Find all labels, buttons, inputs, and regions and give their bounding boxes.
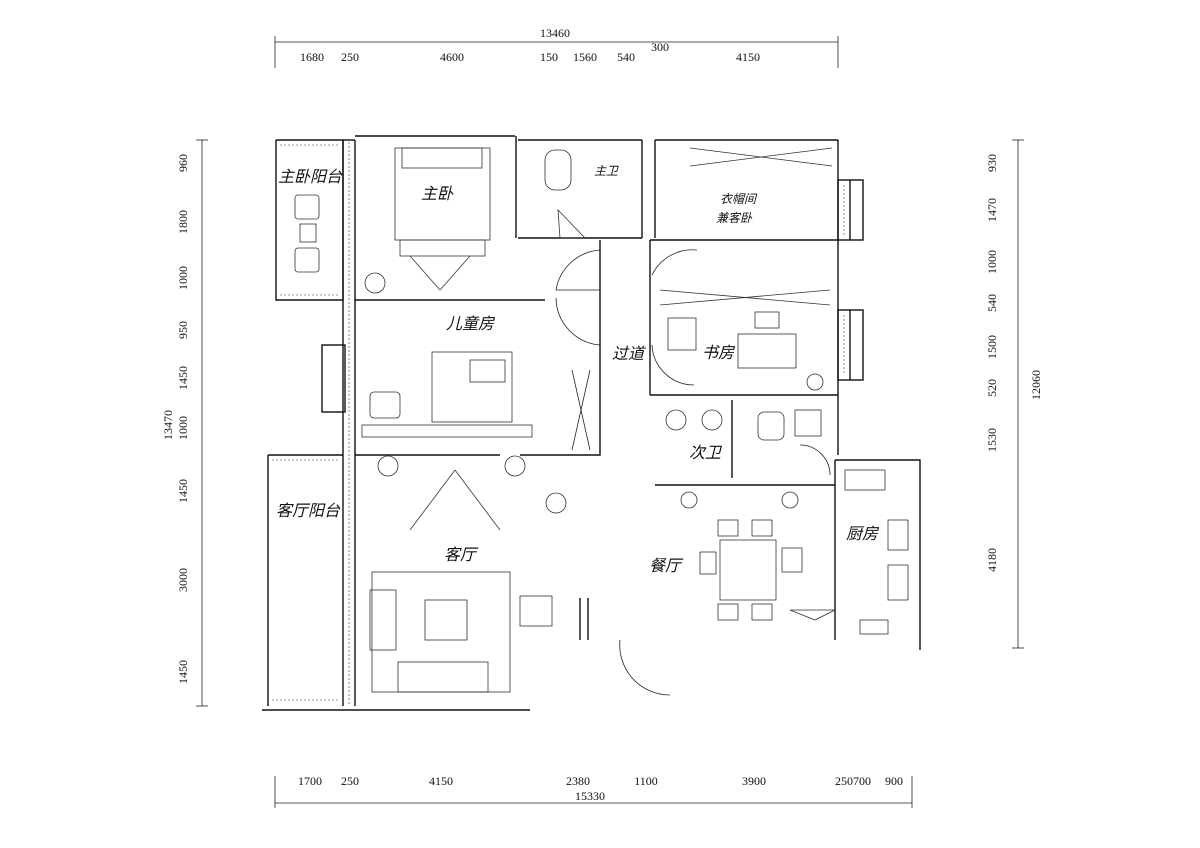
bottom-total-dim: 15330 — [575, 789, 605, 803]
furniture — [294, 147, 909, 693]
bottom-dim-8: 900 — [885, 774, 903, 788]
right-dim-3: 1000 — [985, 250, 999, 274]
bottom-dim-5: 1100 — [634, 774, 658, 788]
bottom-dim-3: 4150 — [429, 774, 453, 788]
room-labels: 主卧阳台 主卧 主卫 衣帽间 兼客卧 儿童房 过道 书房 次卫 客厅阳台 客厅 … — [276, 164, 880, 575]
left-dim-4: 950 — [176, 321, 190, 339]
room-label-guest: 兼客卧 — [716, 211, 753, 225]
room-label-master-bedroom: 主卧 — [421, 184, 454, 203]
room-label-kids-room: 儿童房 — [446, 314, 496, 333]
right-dim-2: 1470 — [985, 198, 999, 222]
left-dim-5: 1450 — [176, 366, 190, 390]
right-dim-4: 540 — [985, 294, 999, 312]
right-dim-8: 4180 — [985, 548, 999, 572]
top-dim-5: 1560 — [573, 50, 597, 64]
right-dim-6: 520 — [985, 379, 999, 397]
top-dim-2: 250 — [341, 50, 359, 64]
door-swings — [555, 249, 831, 696]
left-dim-2: 1800 — [176, 210, 190, 234]
left-dim-6: 1000 — [176, 416, 190, 440]
left-dim-1: 960 — [176, 154, 190, 172]
bottom-dim-2: 250 — [341, 774, 359, 788]
top-dim-4: 150 — [540, 50, 558, 64]
left-dim-9: 1450 — [176, 660, 190, 684]
right-dimension-line: 12060 930 1470 1000 540 1500 520 1530 41… — [985, 139, 1043, 649]
bottom-dim-7: 250700 — [835, 774, 871, 788]
left-dimension-line: 13470 960 1800 1000 950 1450 1000 1450 3… — [161, 139, 208, 707]
room-label-living-balcony: 客厅阳台 — [276, 501, 341, 520]
room-label-dining-room: 餐厅 — [649, 556, 684, 575]
walls — [262, 135, 921, 711]
bottom-dim-1: 1700 — [298, 774, 322, 788]
room-label-second-bath: 次卫 — [689, 443, 723, 462]
bottom-dim-6: 3900 — [742, 774, 766, 788]
top-total-dim: 13460 — [540, 26, 570, 40]
top-dim-3: 4600 — [440, 50, 464, 64]
right-total-dim: 12060 — [1029, 370, 1043, 400]
right-dim-5: 1500 — [985, 335, 999, 359]
top-dimension-line: 13460 1680 250 4600 150 1560 540 300 415… — [274, 26, 839, 68]
top-dim-7: 300 — [651, 40, 669, 54]
wall-hatching — [272, 142, 845, 704]
right-dim-1: 930 — [985, 154, 999, 172]
right-dim-7: 1530 — [985, 428, 999, 452]
top-dim-8: 4150 — [736, 50, 760, 64]
room-label-kitchen: 厨房 — [846, 524, 880, 543]
room-label-master-balcony: 主卧阳台 — [278, 167, 343, 186]
room-label-master-bath: 主卫 — [594, 164, 619, 178]
room-label-living-room: 客厅 — [444, 545, 479, 564]
bottom-dim-4: 2380 — [566, 774, 590, 788]
left-total-dim: 13470 — [161, 410, 175, 440]
top-dim-6: 540 — [617, 50, 635, 64]
left-dim-7: 1450 — [176, 479, 190, 503]
left-dim-8: 3000 — [176, 568, 190, 592]
left-dim-3: 1000 — [176, 266, 190, 290]
room-label-corridor: 过道 — [612, 344, 646, 363]
bottom-dimension-line: 15330 1700 250 4150 2380 1100 3900 25070… — [274, 774, 913, 808]
room-label-closet: 衣帽间 — [720, 192, 758, 206]
room-label-study: 书房 — [702, 343, 736, 362]
top-dim-1: 1680 — [300, 50, 324, 64]
